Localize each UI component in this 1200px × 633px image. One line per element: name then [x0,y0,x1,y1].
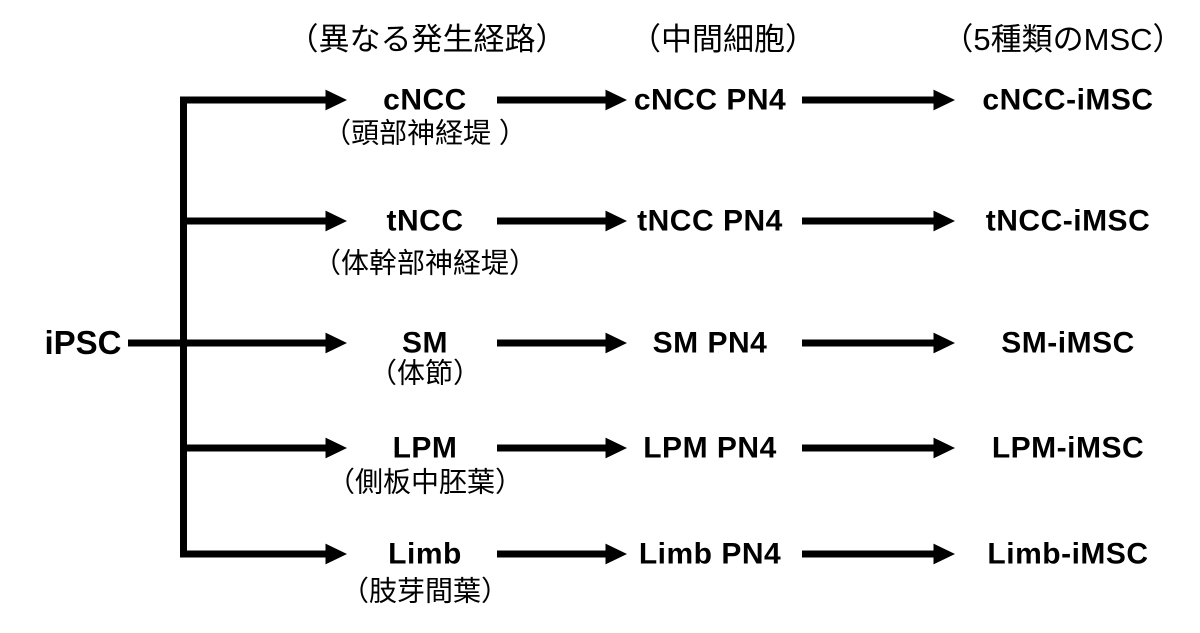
stage1-label-lpm: LPM [392,431,458,465]
stage3-label-tncc-imsc: tNCC-iMSC [985,204,1151,238]
stage1-note-cncc: （頭部神経堤 ） [323,117,527,149]
stage3-label-limb-imsc: Limb-iMSC [987,537,1149,571]
stage1-note-sm: （体節） [368,357,482,389]
stage2-label-lpm-pn4: LPM PN4 [643,431,777,465]
stage1-note-limb: （肢芽間葉） [340,575,510,607]
stage3-label-sm-imsc: SM-iMSC [1001,326,1135,360]
column-header-pathways: （異なる発生経路） [287,21,567,57]
stage1-note-lpm: （側板中胚葉） [326,466,524,498]
stage1-label-tncc: tNCC [386,204,464,238]
stage2-label-sm-pn4: SM PN4 [652,326,768,360]
stage2-label-limb-pn4: Limb PN4 [638,537,782,571]
stage1-label-sm: SM [402,326,448,360]
stage1-note-tncc: （体幹部神経堤） [312,247,538,279]
column-header-intermediate-cells: （中間細胞） [630,21,816,57]
stage1-label-cncc: cNCC [383,83,467,117]
stage2-label-cncc-pn4: cNCC PN4 [633,83,787,117]
stage1-label-limb: Limb [388,537,462,571]
stage3-label-cncc-imsc: cNCC-iMSC [982,83,1154,117]
ipsc-label: iPSC [44,323,122,361]
stage2-label-tncc-pn4: tNCC PN4 [637,204,783,238]
stage3-label-lpm-imsc: LPM-iMSC [991,431,1145,465]
column-header-msc-types: （5種類のMSC） [942,21,1184,57]
